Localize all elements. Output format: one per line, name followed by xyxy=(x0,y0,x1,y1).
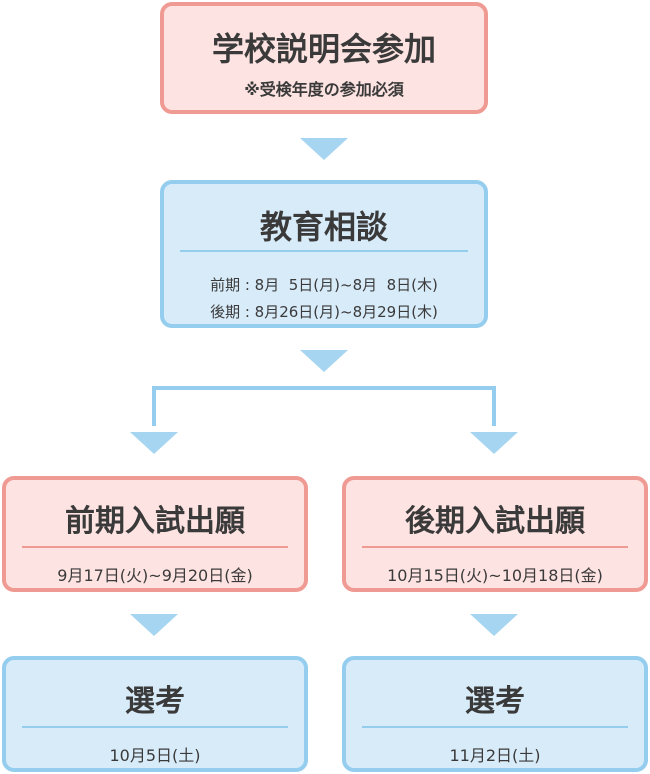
early-selection-date: 10月5日(土) xyxy=(109,746,201,765)
arrow-down-icon xyxy=(470,614,518,636)
early-selection-box: 選考 10月5日(土) xyxy=(2,656,308,772)
late-application-divider xyxy=(362,546,628,548)
early-application-title: 前期入試出願 xyxy=(65,504,245,539)
arrow-down-icon xyxy=(470,432,518,454)
seminar-title: 学校説明会参加 xyxy=(211,30,436,68)
late-selection-box: 選考 11月2日(土) xyxy=(342,656,648,772)
branch-connector-right xyxy=(492,386,496,426)
late-application-title: 後期入試出願 xyxy=(405,504,585,539)
arrow-down-icon xyxy=(300,350,348,372)
late-selection-divider xyxy=(362,726,628,728)
seminar-box: 学校説明会参加 ※受検年度の参加必須 xyxy=(160,2,488,114)
consultation-title: 教育相談 xyxy=(259,208,388,246)
early-application-divider xyxy=(22,546,288,548)
seminar-note: ※受検年度の参加必須 xyxy=(244,80,404,99)
late-application-box: 後期入試出願 10月15日(火)~10月18日(金) xyxy=(342,476,648,592)
consultation-divider xyxy=(180,250,468,252)
late-application-period: 10月15日(火)~10月18日(金) xyxy=(387,566,603,585)
consultation-second-period: 後期 : 8月26日(月)~8月29日(木) xyxy=(210,303,438,321)
late-selection-date: 11月2日(土) xyxy=(449,746,541,765)
early-selection-title: 選考 xyxy=(125,684,185,719)
consultation-box: 教育相談 前期 : 8月 5日(月)~8月 8日(木) 後期 : 8月26日(月… xyxy=(160,180,488,328)
arrow-down-icon xyxy=(300,138,348,160)
late-selection-title: 選考 xyxy=(465,684,525,719)
arrow-down-icon xyxy=(130,614,178,636)
early-application-box: 前期入試出願 9月17日(火)~9月20日(金) xyxy=(2,476,308,592)
arrow-down-icon xyxy=(130,432,178,454)
early-selection-divider xyxy=(22,726,288,728)
early-application-period: 9月17日(火)~9月20日(金) xyxy=(57,566,253,585)
consultation-first-period: 前期 : 8月 5日(月)~8月 8日(木) xyxy=(210,276,438,294)
branch-connector-left xyxy=(152,386,156,426)
branch-connector-horizontal xyxy=(152,386,496,390)
